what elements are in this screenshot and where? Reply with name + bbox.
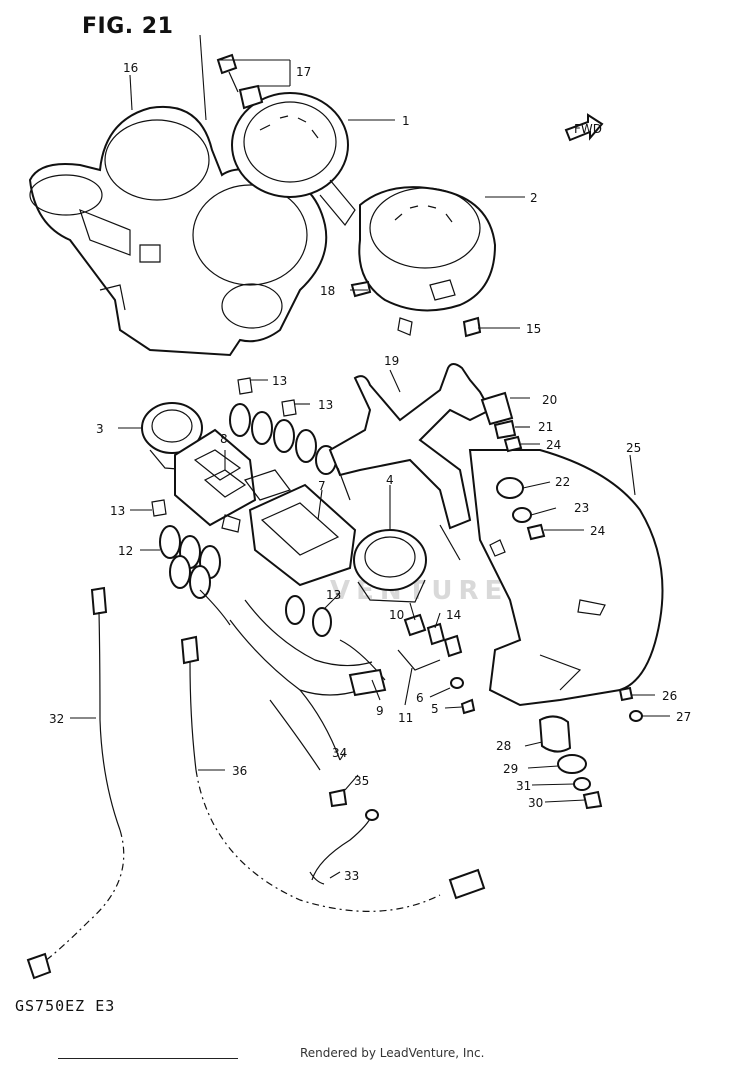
callout-8[interactable]: 8 (220, 432, 228, 446)
tachometer-part-2[interactable] (358, 186, 497, 336)
speedometer-part-1[interactable] (231, 92, 356, 227)
bulb-sockets-part-13[interactable] (151, 377, 337, 637)
callout-13b[interactable]: 13 (318, 398, 333, 412)
washer-part-23[interactable] (512, 507, 532, 523)
spacer-part-21[interactable] (493, 419, 517, 440)
tachometer-cable-part-36[interactable] (180, 635, 486, 912)
figure-title: FIG. 21 (82, 14, 174, 39)
callout-34[interactable]: 34 (332, 746, 347, 760)
callout-25[interactable]: 25 (626, 441, 641, 455)
footer-credit: Rendered by LeadVenture, Inc. (300, 1046, 485, 1060)
callout-11[interactable]: 11 (398, 711, 413, 725)
ground-wire-part-33[interactable] (309, 809, 379, 885)
callout-28[interactable]: 28 (496, 739, 511, 753)
callout-13c[interactable]: 13 (110, 504, 125, 518)
terminal-part-14[interactable] (426, 622, 463, 658)
indicator-housing-part-8[interactable] (174, 428, 257, 533)
callout-30[interactable]: 30 (528, 796, 543, 810)
forward-arrow-label: FWD (574, 122, 602, 136)
leader-lines (70, 34, 670, 879)
callout-13a[interactable]: 13 (272, 374, 287, 388)
callout-6[interactable]: 6 (416, 691, 424, 705)
callout-29[interactable]: 29 (503, 762, 518, 776)
callout-20[interactable]: 20 (542, 393, 557, 407)
screw-clip-part-17[interactable] (216, 53, 264, 110)
callout-4[interactable]: 4 (386, 473, 394, 487)
terminal-part-11[interactable] (397, 649, 441, 671)
screw-part-35[interactable] (328, 788, 348, 808)
callout-15[interactable]: 15 (526, 322, 541, 336)
callout-24b[interactable]: 24 (590, 524, 605, 538)
speedometer-cable-part-32[interactable] (26, 586, 125, 980)
callout-12[interactable]: 12 (118, 544, 133, 558)
callout-36[interactable]: 36 (232, 764, 247, 778)
callout-2[interactable]: 2 (530, 191, 538, 205)
washer-part-31[interactable] (573, 777, 591, 791)
callout-32[interactable]: 32 (49, 712, 64, 726)
washer-part-22[interactable] (496, 477, 524, 499)
screw-part-5[interactable] (460, 698, 476, 715)
nut-part-30[interactable] (582, 790, 603, 810)
callout-16[interactable]: 16 (123, 61, 138, 75)
callout-19[interactable]: 19 (384, 354, 399, 368)
callout-24a[interactable]: 24 (546, 438, 561, 452)
callout-3[interactable]: 3 (96, 422, 104, 436)
callout-17[interactable]: 17 (296, 65, 311, 79)
callout-13d[interactable]: 13 (326, 588, 341, 602)
callout-27[interactable]: 27 (676, 710, 691, 724)
callout-1[interactable]: 1 (402, 114, 410, 128)
washer-part-29[interactable] (557, 754, 587, 774)
model-code: GS750EZ E3 (15, 997, 116, 1015)
callout-9[interactable]: 9 (376, 704, 384, 718)
callout-21[interactable]: 21 (538, 420, 553, 434)
callout-31[interactable]: 31 (516, 779, 531, 793)
bracket-part-19[interactable] (328, 363, 492, 561)
wiring-harness-part-9[interactable] (229, 599, 387, 697)
callout-5[interactable]: 5 (431, 702, 439, 716)
cushion-part-28[interactable] (538, 715, 572, 753)
bulb-socket-part-12[interactable] (159, 525, 231, 626)
gauge-part-4[interactable] (353, 529, 427, 603)
callout-7[interactable]: 7 (318, 479, 326, 493)
washer-part-27[interactable] (629, 710, 643, 722)
footer-rule (58, 1058, 238, 1059)
meter-cover-part-16[interactable] (28, 105, 328, 357)
callout-35[interactable]: 35 (354, 774, 369, 788)
terminal-part-10[interactable] (403, 613, 427, 637)
callout-10[interactable]: 10 (389, 608, 404, 622)
callout-23[interactable]: 23 (574, 501, 589, 515)
screw-part-15[interactable] (462, 316, 482, 338)
callout-14[interactable]: 14 (446, 608, 461, 622)
callout-18[interactable]: 18 (320, 284, 335, 298)
grommet-part-20[interactable] (480, 391, 514, 426)
screw-part-18[interactable] (350, 280, 372, 298)
callout-labels: 16 17 1 2 18 15 19 13 13 3 8 13 12 4 7 2… (49, 61, 691, 883)
forward-direction-arrow: FWD (564, 113, 604, 142)
washer-part-6[interactable] (450, 677, 464, 689)
callout-33[interactable]: 33 (344, 869, 359, 883)
light-housing-part-7[interactable] (244, 469, 357, 587)
callout-22[interactable]: 22 (555, 475, 570, 489)
harness-lead-part-34[interactable] (269, 689, 341, 771)
screw-part-26[interactable] (618, 686, 634, 702)
callout-26[interactable]: 26 (662, 689, 677, 703)
nut-part-24[interactable] (503, 435, 546, 541)
